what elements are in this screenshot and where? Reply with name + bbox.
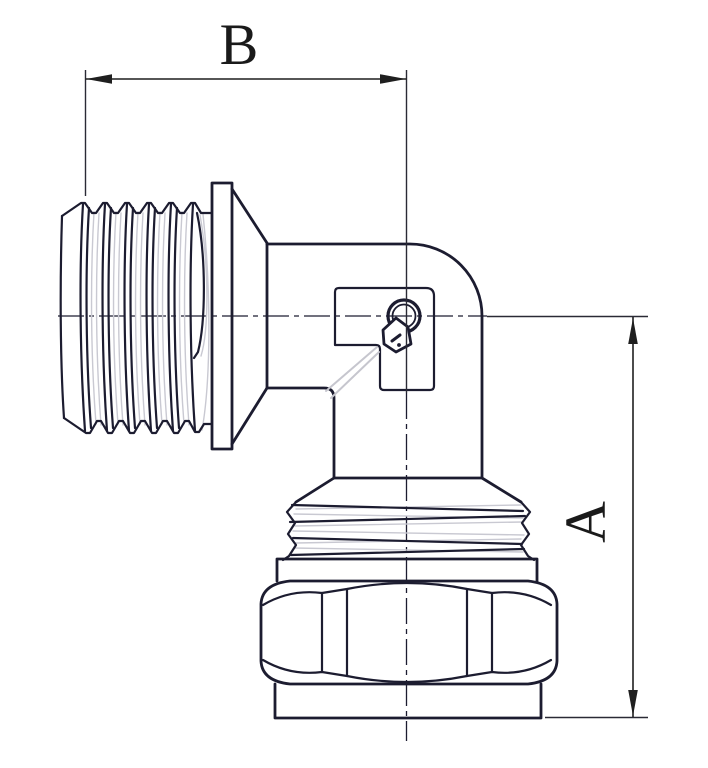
dim-b-arrow-left — [86, 74, 112, 84]
nut-thread-left-edge — [281, 500, 298, 562]
elbow-bottom-and-left-edge — [265, 386, 336, 480]
lower-branch — [259, 476, 559, 720]
thread-flank-lines — [79, 202, 205, 433]
hex-nut-outline — [259, 579, 559, 686]
male-thread — [59, 181, 269, 451]
elbow-top-and-right-edge — [265, 242, 484, 480]
hex-chamfer-top — [261, 581, 553, 607]
nut-thread-lines — [288, 503, 527, 557]
thread-start-edge — [59, 214, 66, 420]
cone — [230, 187, 269, 446]
dim-a-label: A — [553, 501, 618, 543]
hex-face-edges — [320, 587, 494, 678]
emblem-dash — [390, 333, 402, 343]
dim-a-arrow-bottom — [628, 690, 638, 716]
centerlines — [58, 315, 487, 741]
nut-thread-right-edge — [519, 500, 536, 562]
emblem-tag — [381, 316, 413, 354]
dim-b-label: B — [220, 12, 259, 77]
bottom-sleeve — [273, 682, 543, 720]
thread-bottom-profile — [62, 416, 214, 435]
leader-lines — [325, 346, 380, 399]
dim-a-arrow-top — [628, 318, 638, 344]
brand-mark-icon — [381, 298, 422, 354]
thread-top-profile — [60, 201, 214, 218]
hex-chamfer-bottom — [261, 658, 553, 684]
emblem-dot — [397, 343, 401, 347]
nut-thread-shading — [292, 504, 525, 553]
elbow-body — [265, 242, 484, 480]
thread-shading-lines — [90, 211, 210, 431]
label-plate — [333, 286, 436, 392]
taper — [294, 476, 523, 504]
dimension-b: B — [84, 12, 408, 393]
collar-band — [275, 557, 539, 583]
flange — [210, 181, 234, 451]
dim-b-arrow-right — [380, 74, 406, 84]
dimension-a: A — [487, 315, 648, 719]
